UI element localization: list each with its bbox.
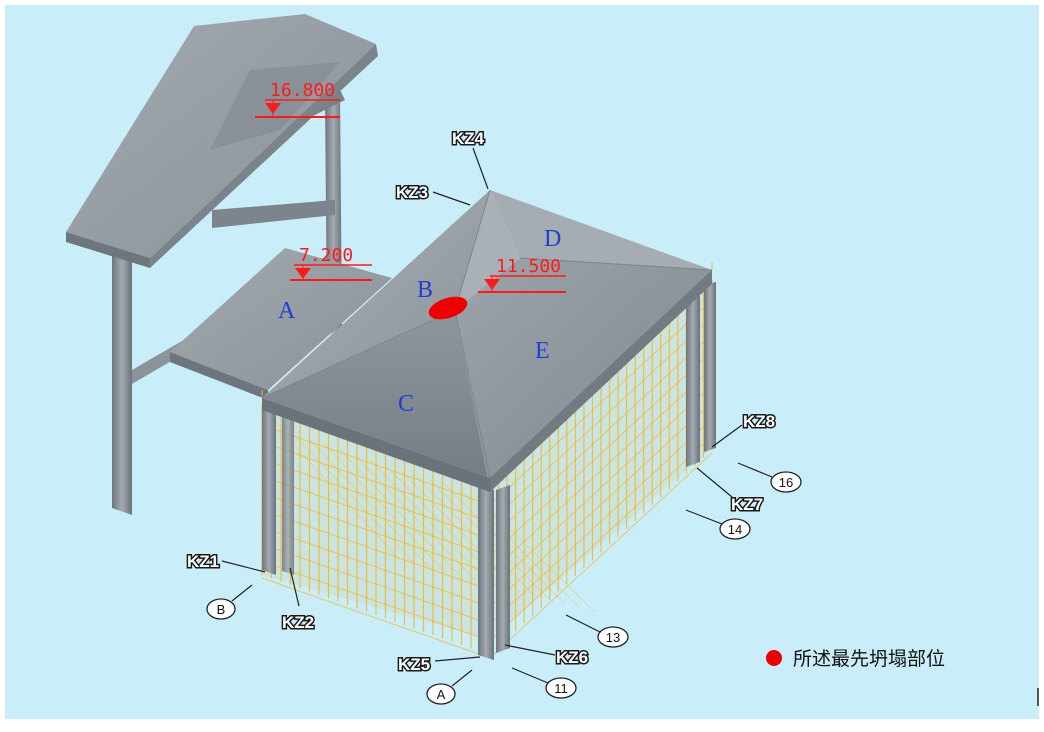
axis-label-11: 11 — [554, 681, 568, 696]
leader-kz4 — [472, 147, 489, 190]
face-label-d: D — [544, 226, 561, 252]
scaffold-tube — [474, 494, 596, 613]
scaffold-tube — [489, 435, 713, 642]
scaffold-tube — [489, 452, 713, 659]
scaffold-tube — [261, 458, 491, 540]
scaffold-tube — [279, 429, 401, 561]
hip-line-1 — [454, 189, 491, 311]
sloped-slab-edge — [66, 232, 150, 268]
column-kz5 — [478, 485, 494, 660]
elevation-label-16800: 16.800 — [270, 80, 335, 101]
scaffold-tube — [489, 367, 713, 574]
scaffold-tube — [261, 441, 491, 523]
scaffold-tube — [489, 418, 713, 625]
scaffold-tube — [324, 444, 446, 573]
roof-face-d — [490, 190, 712, 272]
column-label-kz3: KZ3 — [396, 183, 428, 202]
leader-kz5 — [434, 656, 481, 662]
platform-a — [170, 248, 392, 390]
elevation-label-11500: 11.500 — [496, 256, 561, 277]
axis-bubble-b: B — [206, 584, 253, 620]
platform-a-edge — [170, 352, 268, 400]
column-label-kz1: KZ1 — [187, 552, 219, 571]
column-kz1 — [262, 405, 276, 575]
column-kz2 — [282, 415, 294, 575]
column-label-kz4: KZ4 — [452, 129, 485, 148]
left-structure — [66, 14, 392, 515]
axis-bubble-13: 13 — [565, 614, 629, 648]
elevation-16800: 16.800 — [255, 80, 340, 118]
axis-label-13: 13 — [606, 630, 620, 645]
scaffold-tube — [261, 577, 491, 659]
hip-line-3 — [454, 309, 491, 479]
scaffold-tube — [261, 492, 491, 574]
left-column — [112, 255, 132, 515]
leader-kz8 — [711, 424, 743, 448]
column-label-kz5: KZ5 — [398, 655, 430, 674]
axis-bubble-16: 16 — [737, 462, 802, 493]
elevation-11500: 11.500 — [478, 256, 566, 293]
scaffold-tube — [294, 434, 416, 565]
axis-bubble-11: 11 — [511, 667, 577, 699]
collapse-marker — [428, 296, 468, 320]
axis-label-b: B — [217, 602, 226, 617]
legend-text: 所述最先坍塌部位 — [793, 648, 945, 670]
scaffold-tube — [489, 316, 713, 523]
column-label-kz7: KZ7 — [731, 495, 763, 514]
scaffold-tube — [489, 350, 713, 557]
panel-edge — [1037, 688, 1039, 706]
column-label-kz2: KZ2 — [282, 613, 314, 632]
scaffold-tube — [489, 333, 713, 540]
roof-ridge-fill — [455, 190, 520, 310]
elevation-label-7200: 7.200 — [299, 245, 353, 266]
scaffold-tube — [261, 475, 491, 557]
leader-kz1 — [221, 560, 266, 573]
scaffold-tube — [354, 454, 476, 581]
scaffold-tube — [369, 459, 491, 585]
roof-face-b — [262, 190, 490, 398]
scaffold-tube — [414, 474, 536, 597]
hip-line-4 — [519, 257, 713, 271]
hip-line-2 — [261, 309, 456, 399]
scaffold-tube — [261, 424, 491, 506]
scaffold-tube — [489, 299, 713, 506]
scaffold-tube — [489, 401, 713, 608]
red-dot-icon — [766, 650, 782, 666]
roof-edge-front — [262, 398, 490, 492]
column-kz7 — [686, 296, 700, 467]
leader-kz7 — [696, 467, 733, 498]
face-label-b: B — [417, 277, 433, 303]
scaffold-tube — [261, 543, 491, 625]
platform-support — [212, 200, 335, 228]
roof-face-e — [455, 258, 712, 490]
column-kz8 — [704, 282, 716, 452]
face-label-c: C — [398, 391, 414, 417]
scaffold-tube — [261, 526, 491, 608]
face-label-a: A — [278, 298, 296, 324]
axis-label-a: A — [437, 687, 446, 702]
column-label-kz8: KZ8 — [743, 412, 775, 431]
legend: 所述最先坍塌部位 — [766, 648, 945, 670]
roof-face-c — [262, 310, 490, 490]
axis-bubble-a: A — [426, 669, 473, 705]
leader-kz6 — [504, 644, 556, 656]
axis-label-14: 14 — [728, 522, 742, 537]
main-structure — [261, 189, 716, 660]
scaffold-tube — [309, 439, 431, 569]
scaffold-tube — [339, 449, 461, 577]
column-kz6 — [496, 485, 510, 653]
scaffold-tube — [261, 509, 491, 591]
leader-kz3 — [432, 191, 471, 206]
elevation-7200: 7.200 — [290, 245, 372, 281]
column-label-kz6: KZ6 — [556, 648, 588, 667]
leader-kz2 — [289, 567, 300, 607]
axis-bubble-14: 14 — [685, 509, 751, 540]
axis-label-16: 16 — [779, 475, 793, 490]
roof-edge-right — [490, 270, 712, 492]
scaffold-tube — [489, 384, 713, 591]
scaffold-tube — [261, 560, 491, 642]
face-label-e: E — [535, 338, 550, 364]
